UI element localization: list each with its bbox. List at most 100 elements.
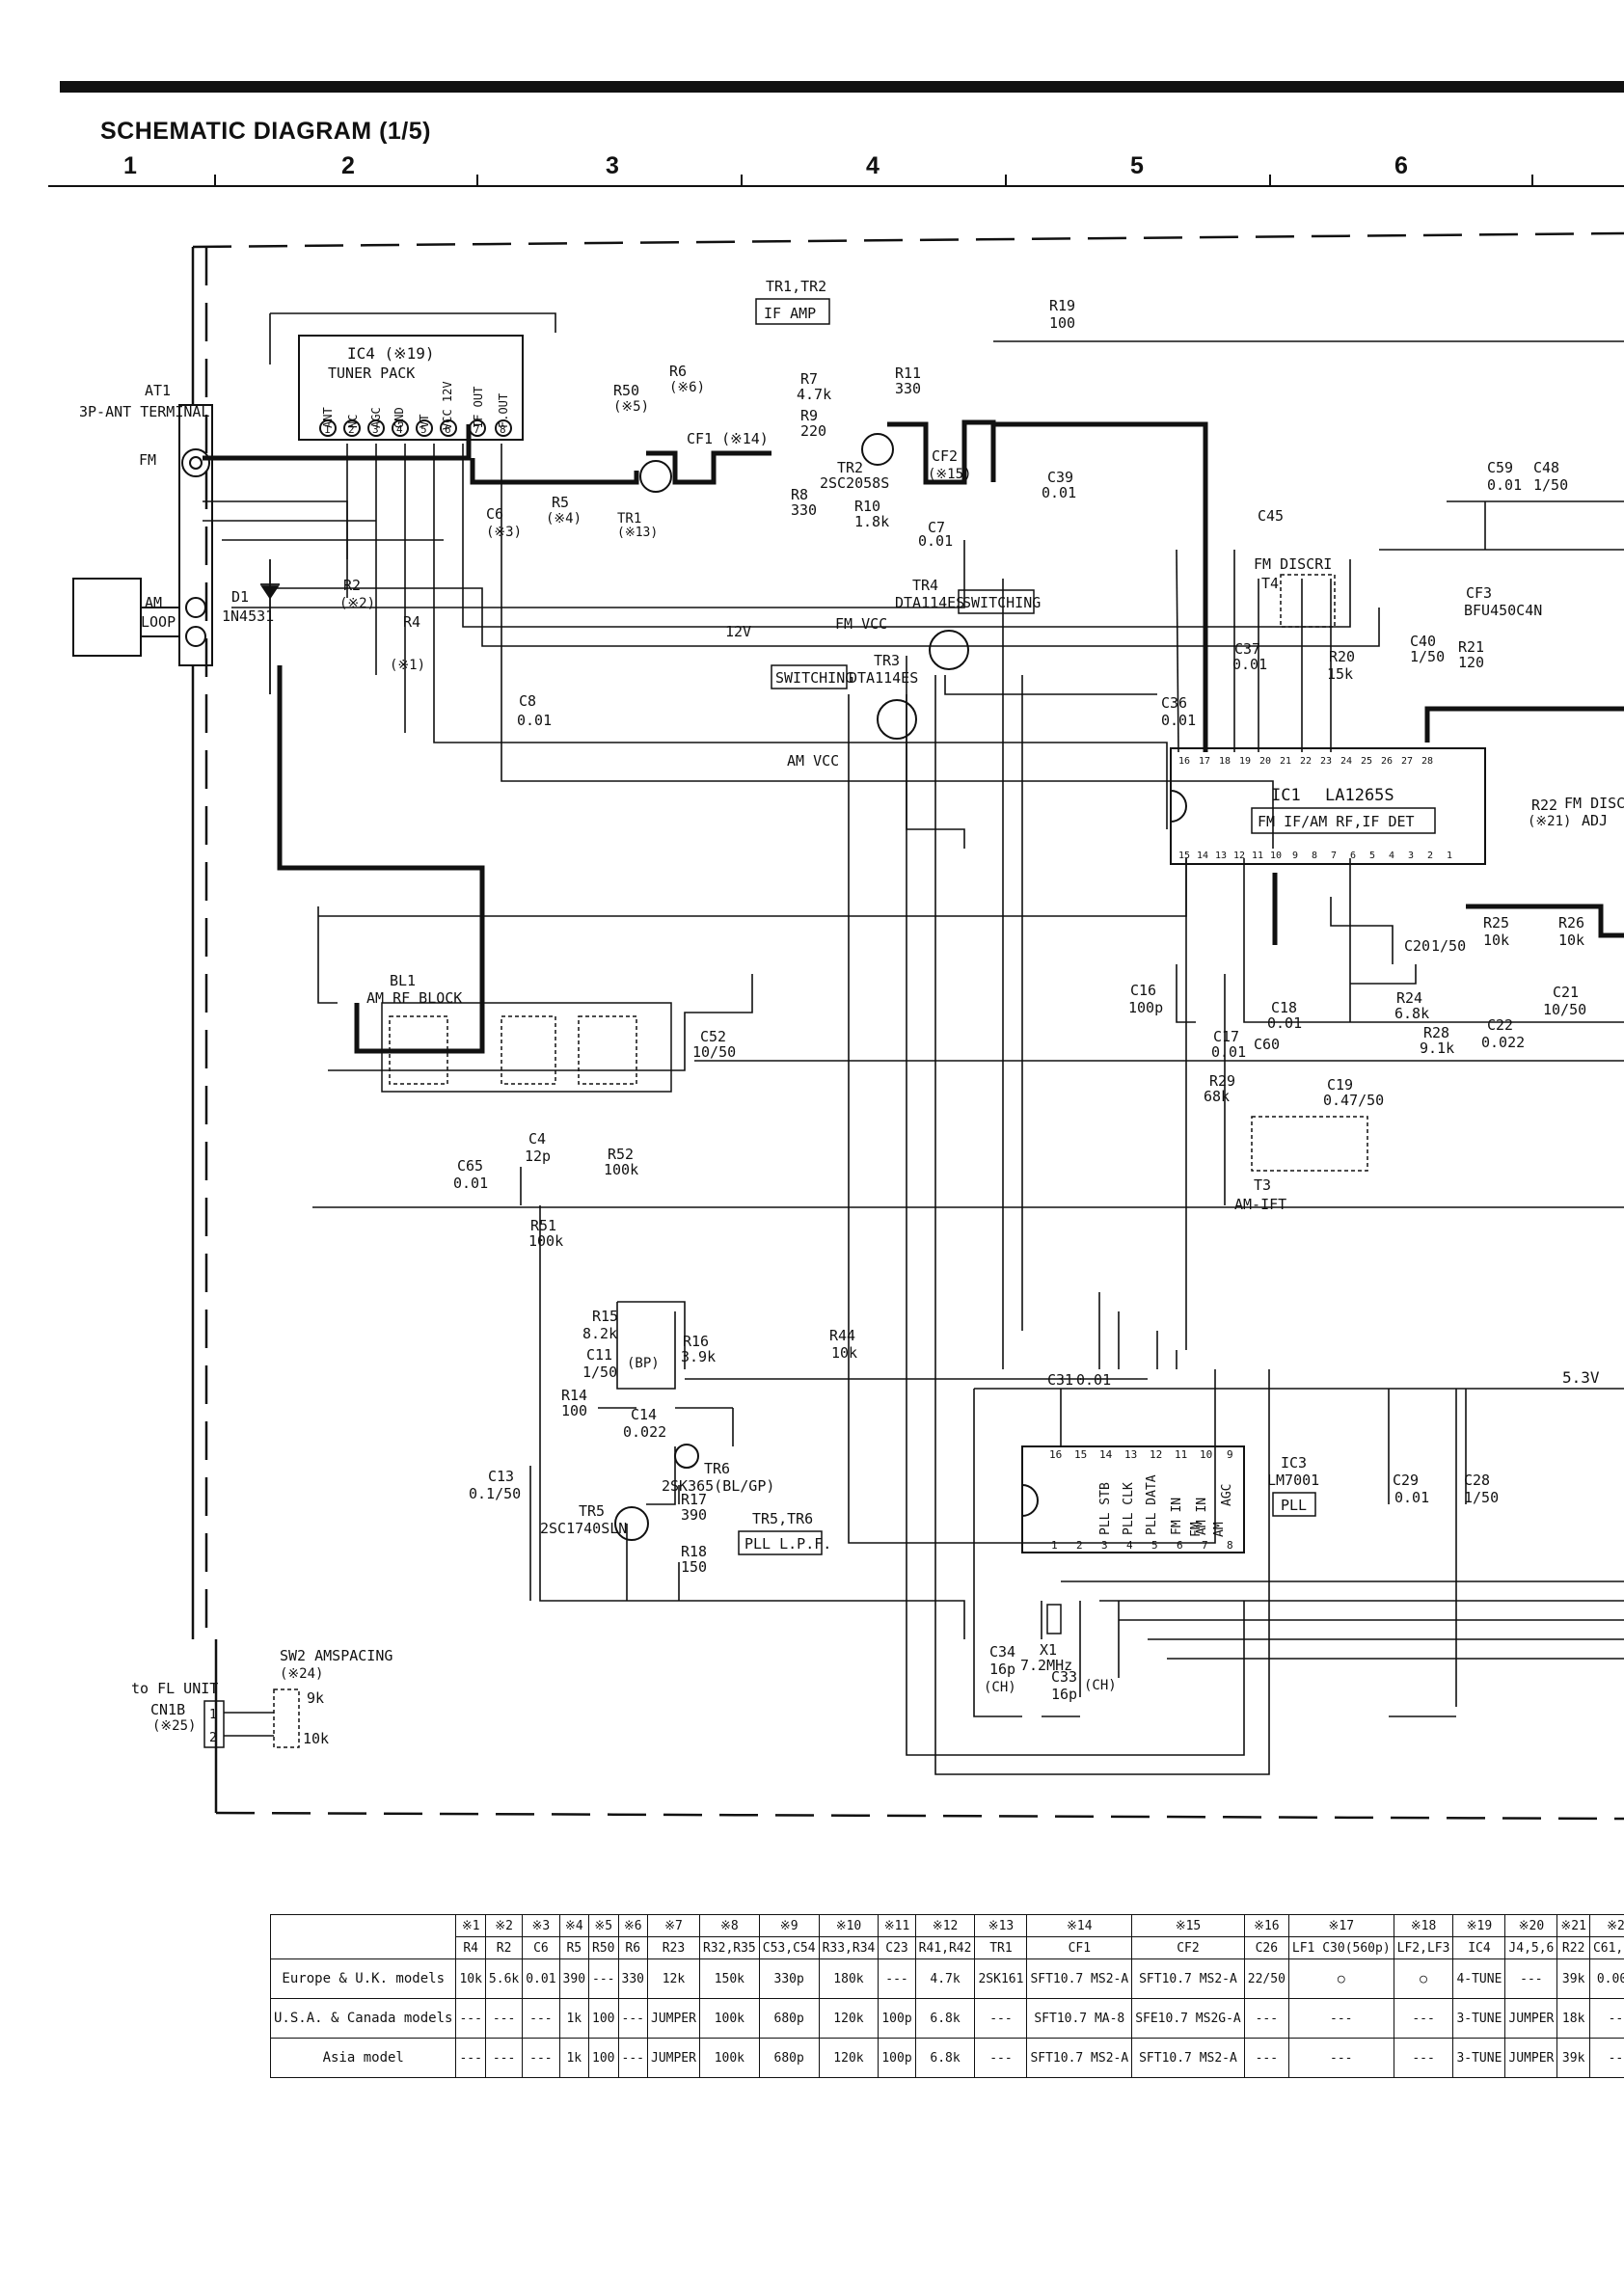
column-number: 3 — [606, 152, 619, 179]
table-cell: 39k — [1556, 1958, 1590, 1999]
ic3-func: PLL DATA — [1145, 1474, 1159, 1535]
r18-value: 150 — [681, 1558, 707, 1576]
table-part-header: CF1 — [1026, 1936, 1133, 1959]
tr6-ref: TR6 — [704, 1460, 730, 1477]
table-cell: 3-TUNE — [1452, 2038, 1506, 2078]
r14-ref: R14 — [561, 1387, 587, 1404]
ic1-pin: 8 — [1312, 851, 1317, 861]
x1-crystal — [1046, 1604, 1062, 1634]
c19-ref: C19 — [1327, 1076, 1353, 1094]
ic3-func: AGC — [1220, 1484, 1234, 1506]
ic3-pin: 8 — [1227, 1539, 1233, 1552]
v53-label: 5.3V — [1562, 1368, 1600, 1387]
tr56-label-box — [738, 1530, 823, 1555]
ic4-ref: IC4 (※19) — [347, 344, 434, 363]
t4-transformer — [1280, 574, 1336, 628]
tr4-label: SWITCHING — [962, 594, 1041, 611]
table-corner-cell — [269, 1914, 457, 1959]
bl1-coils — [389, 1015, 637, 1085]
table-mark-header: ※8 — [698, 1914, 760, 1937]
c31-ref: C31 — [1047, 1371, 1073, 1389]
x1-ref: X1 — [1040, 1641, 1057, 1659]
table-cell: 330 — [617, 1958, 649, 1999]
table-mark-header: ※15 — [1131, 1914, 1245, 1937]
ic1-pin: 26 — [1381, 756, 1393, 767]
cn1b-ref: CN1B — [150, 1701, 185, 1718]
table-cell: 180k — [818, 1958, 880, 1999]
c13-ref: C13 — [488, 1468, 514, 1485]
c40-value: 1/50 — [1410, 648, 1445, 665]
ic3-pin: 12 — [1150, 1448, 1162, 1461]
c6-value: (※3) — [486, 525, 522, 540]
cn1b-connector — [203, 1700, 225, 1748]
table-part-header: R4 — [455, 1936, 486, 1959]
r29-value: 68k — [1204, 1088, 1230, 1105]
c20-ref: C20 — [1404, 937, 1430, 955]
transistor-symbols — [614, 433, 969, 1541]
table-cell: 330p — [758, 1958, 820, 1999]
table-part-header: TR1 — [974, 1936, 1028, 1959]
c37-ref: C37 — [1234, 640, 1260, 658]
table-cell: --- — [1504, 1958, 1558, 1999]
r20-value: 15k — [1327, 665, 1353, 683]
ic1-pin: 28 — [1421, 756, 1433, 767]
c7-value: 0.01 — [918, 532, 953, 550]
table-part-header: R5 — [558, 1936, 590, 1959]
r15-value: 8.2k — [582, 1325, 617, 1342]
d1-part: 1N4531 — [222, 608, 274, 625]
c33-value: 16p — [1051, 1686, 1077, 1703]
r22-desc: FM DISCRI — [1564, 795, 1624, 812]
table-mark-header: ※7 — [647, 1914, 700, 1937]
table-cell: JUMPER — [1504, 1998, 1558, 2039]
r44-ref: R44 — [829, 1327, 855, 1344]
table-cell: 6.8k — [914, 1998, 976, 2039]
ic3-pin: 1 — [1051, 1539, 1058, 1552]
c22-value: 0.022 — [1481, 1034, 1525, 1051]
page-title: SCHEMATIC DIAGRAM (1/5) — [100, 118, 431, 145]
table-part-header: C26 — [1243, 1936, 1289, 1959]
ic3-pin: 3 — [1101, 1539, 1108, 1552]
table-cell: --- — [1588, 2038, 1624, 2078]
r25-ref: R25 — [1483, 914, 1509, 932]
r52-value: 100k — [604, 1161, 638, 1178]
table-cell: 2SK161 — [974, 1958, 1028, 1999]
r7-value: 4.7k — [797, 386, 831, 403]
ic1-label: FM IF/AM RF,IF DET — [1258, 813, 1415, 830]
c29-ref: C29 — [1393, 1472, 1419, 1489]
r14-value: 100 — [561, 1402, 587, 1419]
ic3-lm7001 — [1021, 1445, 1245, 1553]
table-cell: --- — [455, 2038, 486, 2078]
c59-value: 0.01 — [1487, 476, 1522, 494]
table-cell: 1k — [558, 2038, 590, 2078]
ic3-pin: 15 — [1074, 1448, 1087, 1461]
table-mark-header: ※13 — [974, 1914, 1028, 1937]
c65-value: 0.01 — [453, 1175, 488, 1192]
ic4-pin-num: 7 — [474, 423, 480, 436]
table-cell: --- — [974, 2038, 1028, 2078]
ic4-pin-label: NC — [346, 415, 360, 428]
cn1b-pin: 2 — [209, 1731, 217, 1745]
table-cell: 120k — [818, 2038, 880, 2078]
r26-value: 10k — [1558, 932, 1584, 949]
ic1-pin: 25 — [1361, 756, 1372, 767]
c20-value: 1/50 — [1431, 937, 1466, 955]
am-loop-label: AM — [145, 594, 162, 611]
c4-value: 12p — [525, 1148, 551, 1165]
ic1-pin: 13 — [1215, 851, 1227, 861]
c65-ref: C65 — [457, 1157, 483, 1175]
table-cell: SFT10.7 MA-8 — [1026, 1998, 1133, 2039]
table-cell: 18k — [1556, 1998, 1590, 2039]
ic1-pin: 22 — [1300, 756, 1312, 767]
table-cell: ○ — [1287, 1958, 1394, 1999]
table-cell: 680p — [758, 2038, 820, 2078]
table-model-label: Europe & U.K. models — [269, 1958, 457, 1999]
table-part-header: C53,C54 — [758, 1936, 820, 1959]
ic1-pin: 11 — [1252, 851, 1263, 861]
c28-value: 1/50 — [1464, 1489, 1499, 1506]
tr2-part: 2SC2058S — [820, 474, 889, 492]
at1-ref: AT1 — [145, 382, 171, 399]
c60-ref: C60 — [1254, 1036, 1280, 1053]
c40-ref: C40 — [1410, 633, 1436, 650]
ic1-pin: 7 — [1331, 851, 1337, 861]
